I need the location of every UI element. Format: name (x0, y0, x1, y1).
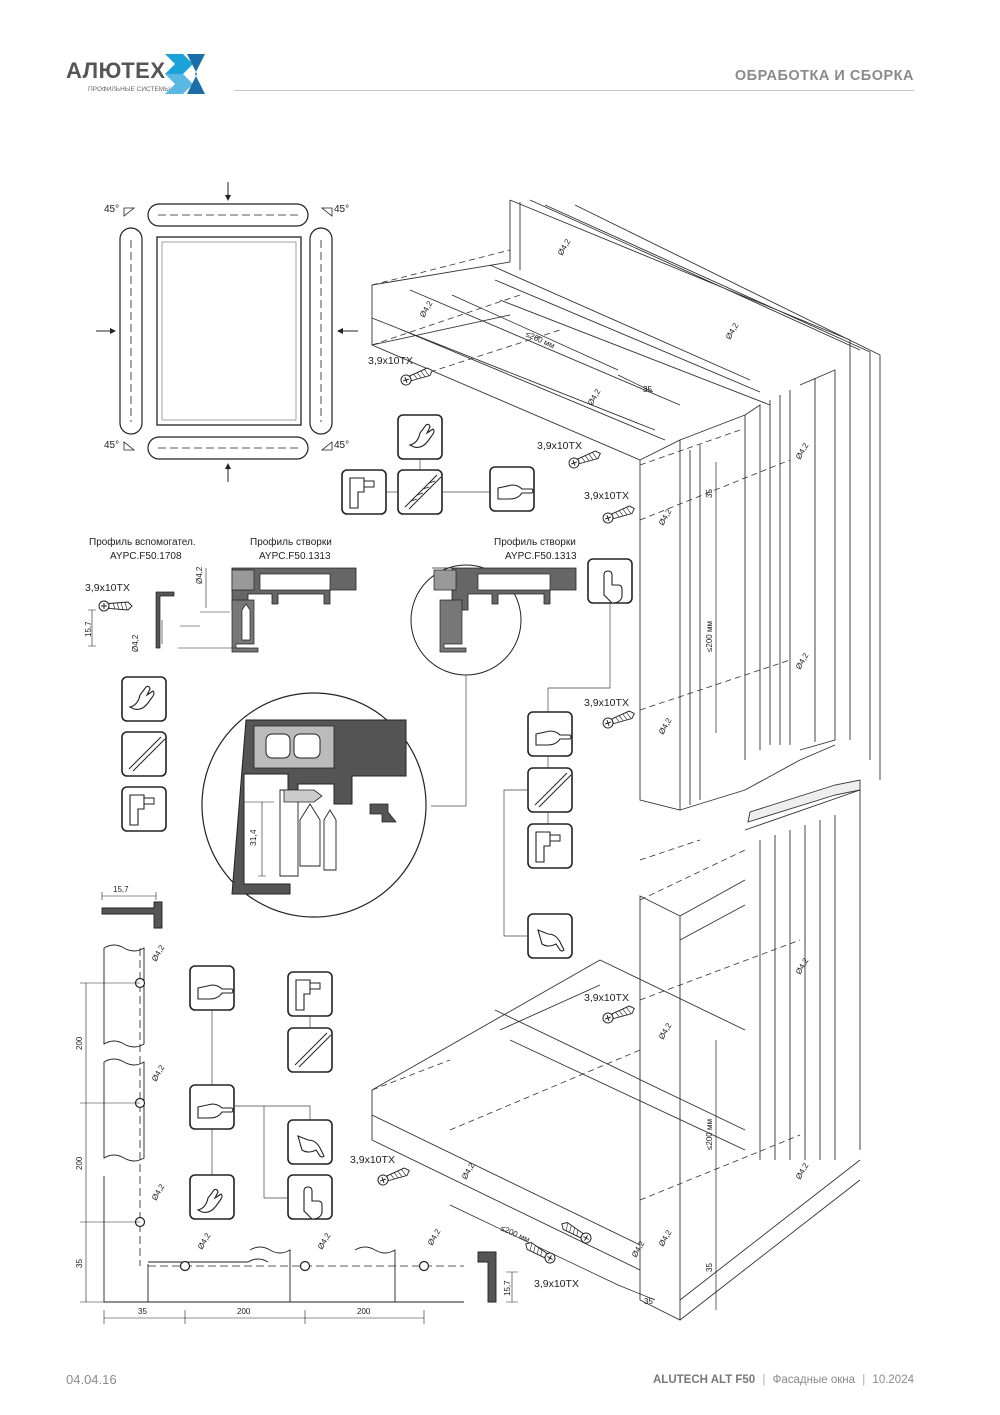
isometric-lower-hidden-lines (371, 849, 801, 1201)
hole-label: Ø4,2 (418, 299, 435, 319)
dim-15-7: 15,7 (503, 1280, 512, 1296)
hole-layout (101, 901, 497, 1303)
dim-35: 35 (705, 489, 714, 498)
dim-35: 35 (705, 1263, 714, 1272)
step-icons-upper (341, 414, 535, 515)
dim-200: 200 (357, 1307, 371, 1316)
dim-200: 200 (75, 1036, 84, 1050)
brand-logo: АЛЮТЕХ ПРОФИЛЬНЫЕ СИСТЕМЫ (66, 52, 216, 98)
screw-label: 3,9x10TX (350, 1154, 395, 1166)
hole-label: Ø4,2 (794, 651, 811, 671)
dim-15-7: 15,7 (84, 621, 93, 637)
hole-label: Ø4,2 (316, 1231, 333, 1251)
hole-label: Ø4,2 (657, 1228, 674, 1248)
sash-profile-code-2: AYPC.F50.1313 (505, 551, 577, 562)
screw-label: 3,9x10TX (584, 992, 629, 1004)
profile-section-right (432, 567, 577, 653)
dim-35: 35 (138, 1307, 147, 1316)
footer-separator: | (762, 1374, 766, 1386)
dim-200: 200 (237, 1307, 251, 1316)
sash-profile-code: AYPC.F50.1313 (259, 551, 331, 562)
hole-label: Ø4,2 (150, 943, 167, 963)
isometric-upper-corner (371, 199, 881, 811)
screw-label: 3,9x10TX (584, 490, 629, 502)
hole-label: Ø4,2 (630, 1239, 647, 1259)
isometric-lower-dimensions (449, 1040, 717, 1310)
dim-200: 200 (75, 1156, 84, 1170)
angle-label: 45° (334, 440, 349, 451)
hole-label: Ø4,2 (657, 1021, 674, 1041)
spacing-label: ≤200 мм (705, 1119, 714, 1150)
hole-label: Ø4,2 (426, 1227, 443, 1247)
hole-label: Ø4,2 (195, 566, 204, 584)
section-title: ОБРАБОТКА И СБОРКА (734, 68, 914, 84)
footer-doc-title: Фасадные окна (772, 1374, 856, 1386)
dim-31-4: 31,4 (248, 829, 258, 846)
hole-markers (134, 977, 430, 1272)
hole-label: Ø4,2 (150, 1063, 167, 1083)
screw-label: 3,9x10TX (85, 582, 130, 594)
angle-label: 45° (104, 204, 119, 215)
isometric-dimensions (451, 294, 717, 733)
spacing-label: ≤200 мм (705, 621, 714, 652)
detail-circle-large (201, 692, 427, 918)
hole-label: Ø4,2 (794, 441, 811, 461)
header-divider (234, 90, 914, 91)
sash-profile-title-2: Профиль створки (494, 536, 576, 548)
hole-label: Ø4,2 (794, 956, 811, 976)
layout-dimension-lines (80, 892, 518, 1324)
screw-label: 3,9x10TX (368, 355, 413, 367)
screw-label: 3,9x10TX (584, 697, 629, 709)
hole-label: Ø4,2 (657, 716, 674, 736)
aux-profile-code: AYPC.F50.1708 (110, 551, 182, 562)
hole-label: Ø4,2 (556, 237, 573, 257)
sash-profile-title: Профиль створки (250, 536, 332, 548)
screw-label: 3,9x10TX (534, 1278, 579, 1290)
hole-label: Ø4,2 (794, 1161, 811, 1181)
step-icons-left (121, 676, 167, 832)
footer-product: ALUTECH ALT F50 (652, 1374, 756, 1386)
hole-label: Ø4,2 (460, 1161, 477, 1181)
hole-label: Ø4,2 (586, 387, 603, 407)
hole-label: Ø4,2 (196, 1231, 213, 1251)
aux-profile-title: Профиль вспомогател. (89, 536, 196, 548)
footer-separator: | (862, 1374, 866, 1386)
footer-meta: ALUTECH ALT F50 | Фасадные окна | 10.202… (653, 1374, 914, 1386)
hole-label: Ø4,2 (131, 634, 140, 652)
frame-schematic (96, 182, 358, 482)
angle-label: 45° (104, 440, 119, 451)
isometric-hidden-lines (371, 249, 791, 861)
page-number: 04.04.16 (66, 1372, 117, 1387)
dim-15-7: 15,7 (113, 885, 129, 894)
profile-section-left (155, 567, 357, 653)
hole-label: Ø4,2 (150, 1182, 167, 1202)
hole-label: Ø4,2 (724, 321, 741, 341)
isometric-lower-corner (371, 779, 861, 1321)
logo-wordmark: АЛЮТЕХ (66, 58, 166, 83)
spacing-label: ≤200 мм (499, 1224, 531, 1245)
dim-35: 35 (643, 385, 652, 394)
screw-label: 3,9x10TX (537, 440, 582, 452)
logo-emblem-icon (165, 54, 205, 94)
hole-label: Ø4,2 (657, 507, 674, 527)
step-icons-bottom (189, 965, 333, 1220)
angle-label: 45° (334, 204, 349, 215)
magnified-dimension-lines (244, 801, 274, 877)
aux-dimension-lines (88, 568, 248, 649)
dim-35: 35 (644, 1297, 653, 1306)
dim-35: 35 (75, 1259, 84, 1268)
magnified-profile (231, 719, 407, 895)
step-icons-right (503, 558, 633, 959)
footer-date: 10.2024 (872, 1374, 914, 1386)
logo-subtext: ПРОФИЛЬНЫЕ СИСТЕМЫ (88, 86, 170, 93)
